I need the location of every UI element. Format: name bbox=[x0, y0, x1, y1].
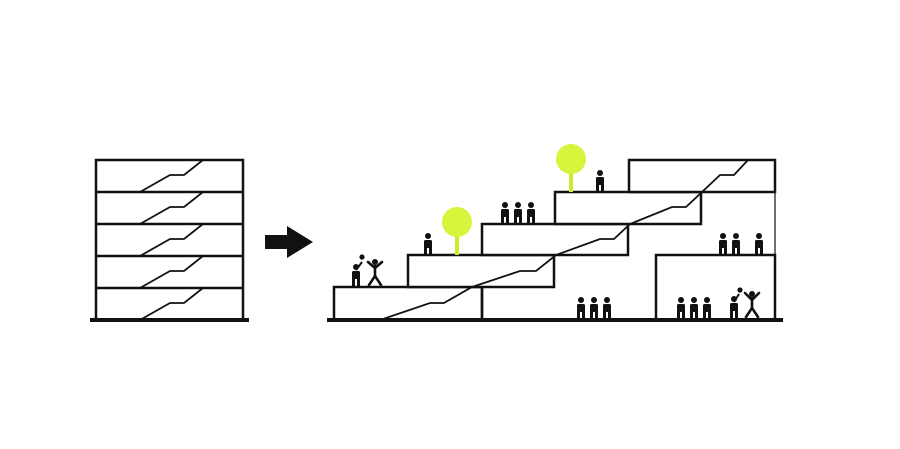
person-icon bbox=[527, 202, 535, 225]
jumping-person-icon bbox=[743, 291, 761, 319]
stair-icon bbox=[139, 255, 204, 289]
person-icon bbox=[424, 233, 432, 256]
ball-icon bbox=[737, 287, 743, 293]
jumping-person-icon bbox=[366, 259, 384, 287]
stair-icon bbox=[139, 191, 204, 225]
stair-icon bbox=[139, 159, 204, 193]
ball-icon bbox=[359, 254, 365, 260]
tree-icon bbox=[442, 207, 472, 255]
players-right bbox=[730, 287, 761, 319]
person-icon bbox=[596, 170, 604, 193]
right-hall bbox=[654, 253, 777, 322]
tree-icon bbox=[556, 144, 586, 192]
person-icon bbox=[730, 293, 740, 319]
person-terrace-2 bbox=[424, 233, 432, 256]
stair-icon bbox=[379, 159, 749, 321]
left-building bbox=[94, 158, 245, 322]
terrace-block-1 bbox=[332, 285, 484, 322]
stair-icon bbox=[139, 287, 204, 321]
group-ground-middle bbox=[577, 297, 611, 320]
person-top bbox=[596, 170, 604, 193]
person-icon bbox=[577, 297, 585, 320]
top-block bbox=[627, 158, 777, 194]
group-terrace-3 bbox=[501, 202, 535, 225]
person-icon bbox=[719, 233, 727, 256]
terrace-block-4 bbox=[553, 190, 703, 226]
person-icon bbox=[514, 202, 522, 225]
person-icon bbox=[590, 297, 598, 320]
players-left bbox=[352, 254, 384, 287]
right-arrow-icon bbox=[265, 226, 313, 258]
group-right-upper bbox=[719, 233, 763, 256]
stair-icon bbox=[139, 223, 204, 257]
person-icon bbox=[732, 233, 740, 256]
person-icon bbox=[501, 202, 509, 225]
person-icon bbox=[352, 261, 363, 287]
person-icon bbox=[755, 233, 763, 256]
right-building bbox=[332, 158, 777, 322]
person-icon bbox=[603, 297, 611, 320]
